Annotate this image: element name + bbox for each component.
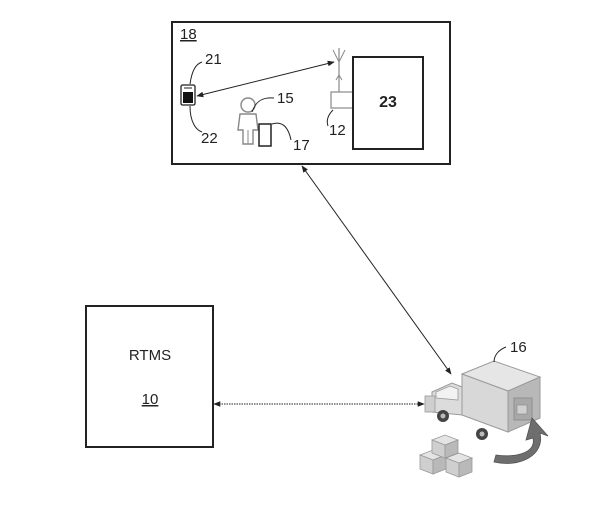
antenna-label: 12 bbox=[329, 122, 346, 139]
system-box: 23 bbox=[352, 56, 424, 150]
system-box-label: 23 bbox=[379, 94, 397, 111]
person-label: 15 bbox=[277, 90, 294, 107]
delivery-truck-icon bbox=[424, 360, 542, 440]
vehicle-label: 16 bbox=[510, 339, 527, 356]
rtms-box: RTMS 10 bbox=[85, 305, 214, 448]
device-leader-label: 22 bbox=[201, 130, 218, 147]
handheld-label: 17 bbox=[293, 137, 310, 154]
handheld-label-leader bbox=[271, 122, 292, 141]
location-vehicle-link-arrow bbox=[301, 165, 452, 375]
person-label-leader bbox=[251, 97, 275, 113]
packages-icon bbox=[418, 434, 474, 478]
device-lower-leader bbox=[189, 105, 203, 133]
wireless-link-arrow bbox=[196, 60, 335, 98]
handheld-device-icon bbox=[258, 123, 272, 147]
rtms-number: 10 bbox=[142, 391, 159, 408]
location-box-label: 18 bbox=[180, 26, 197, 43]
device-label: 21 bbox=[205, 51, 222, 68]
antenna-label-leader bbox=[326, 109, 334, 127]
loading-arrow-icon bbox=[493, 417, 549, 464]
mobile-device-icon bbox=[180, 84, 196, 106]
rtms-title: RTMS bbox=[129, 347, 171, 364]
vehicle-label-leader bbox=[493, 346, 507, 363]
person-icon bbox=[237, 97, 259, 145]
